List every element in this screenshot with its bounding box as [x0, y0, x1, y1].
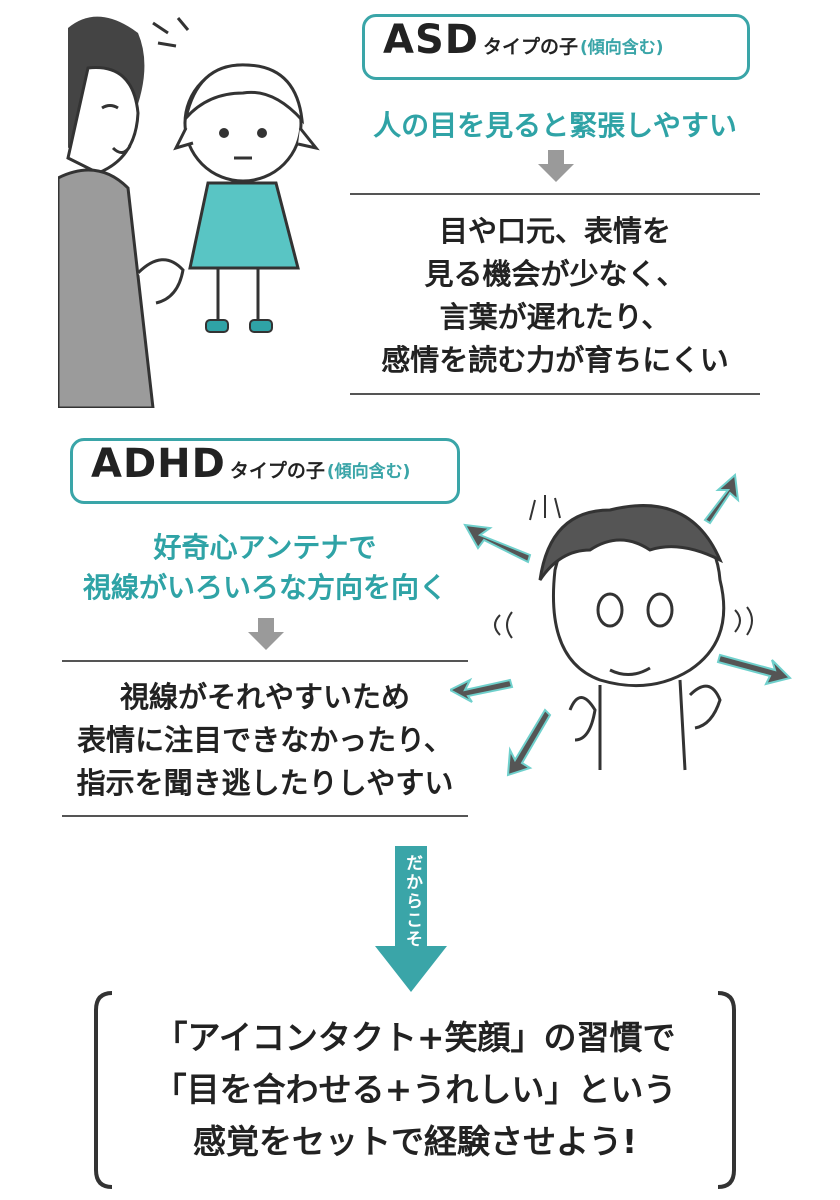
adhd-type-suffix: タイプの子 [229, 460, 325, 482]
asd-result-line: 目や口元、表情を [438, 214, 671, 248]
adhd-type-note: (傾向含む) [326, 462, 411, 482]
conclusion-line: 感覚をセットで経験させよう! [192, 1122, 638, 1161]
down-arrow-icon [538, 150, 574, 186]
adhd-headline-line: 視線がいろいろな方向を向く [82, 571, 447, 604]
asd-type-name: ASD [383, 17, 479, 63]
adhd-result-line: 表情に注目できなかったり、 [77, 723, 453, 757]
asd-type-suffix: タイプの子 [482, 36, 578, 58]
asd-result-line: 見る機会が少なく、 [424, 257, 686, 291]
asd-divider-top [350, 193, 760, 195]
distracted-boy-illustration [450, 470, 800, 800]
asd-type-box: ASD タイプの子 (傾向含む) [362, 14, 750, 80]
conclusion-line: 「目を合わせる+うれしい」という [153, 1070, 677, 1109]
adhd-result: 視線がそれやすいため 表情に注目できなかったり、 指示を聞き逃したりしやすい [50, 676, 480, 805]
adhd-headline: 好奇心アンテナで 視線がいろいろな方向を向く [60, 528, 470, 608]
adhd-divider-top [62, 660, 468, 662]
down-arrow-icon [248, 618, 284, 654]
left-bracket [90, 990, 116, 1194]
transition-arrow-icon [375, 846, 447, 996]
asd-result: 目や口元、表情を 見る機会が少なく、 言葉が遅れたり、 感情を読む力が育ちにくい [350, 210, 760, 382]
conclusion: 「アイコンタクト+笑顔」の習慣で 「目を合わせる+うれしい」という 感覚をセット… [116, 1012, 714, 1168]
asd-divider-bottom [350, 393, 760, 395]
asd-result-line: 言葉が遅れたり、 [439, 300, 671, 334]
adhd-result-line: 指示を聞き逃したりしやすい [76, 766, 454, 800]
asd-type-note: (傾向含む) [579, 38, 664, 58]
adhd-result-line: 視線がそれやすいため [119, 680, 410, 714]
asd-headline: 人の目を見ると緊張しやすい [373, 109, 737, 142]
right-bracket [714, 990, 740, 1194]
asd-result-line: 感情を読む力が育ちにくい [381, 343, 729, 377]
adhd-divider-bottom [62, 815, 468, 817]
conclusion-line: 「アイコンタクト+笑顔」の習慣で [154, 1018, 676, 1057]
adhd-type-name: ADHD [91, 441, 226, 487]
adhd-type-box: ADHD タイプの子 (傾向含む) [70, 438, 460, 504]
adhd-headline-line: 好奇心アンテナで [153, 531, 377, 564]
transition-label: だからこそ [402, 854, 422, 949]
mother-child-illustration [58, 8, 348, 408]
